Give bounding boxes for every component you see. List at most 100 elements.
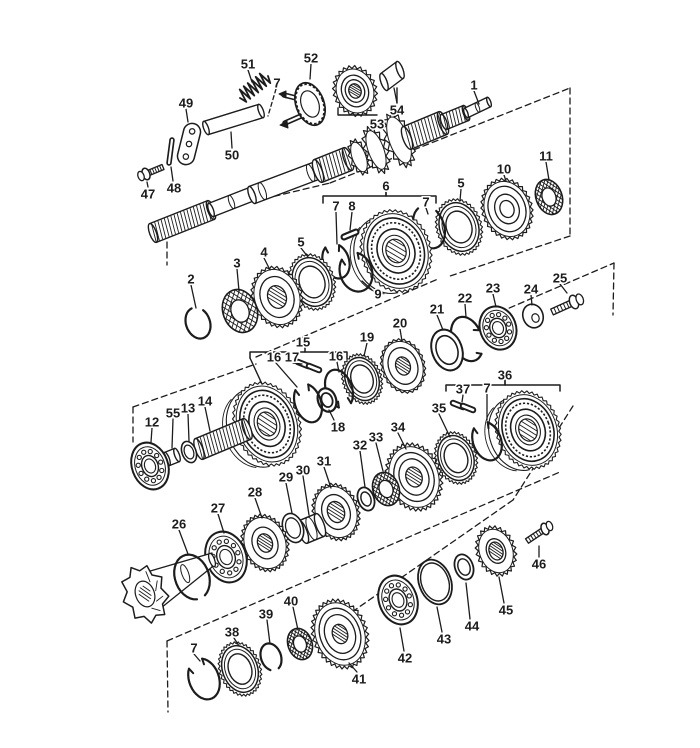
part-51-coil-spring	[238, 72, 272, 103]
part-number-label-4: 4	[260, 245, 268, 260]
part-37b-sliding-key	[459, 402, 477, 414]
part-52-shift-fork	[278, 81, 327, 129]
part-number-label-42: 42	[398, 651, 412, 666]
part-13-spacer-ring	[180, 440, 198, 464]
part-number-label-8: 8	[348, 199, 355, 214]
part-18-spacer-ring	[316, 387, 338, 413]
part-8-sliding-key	[340, 228, 360, 241]
part-47-bolt	[137, 163, 165, 182]
part-number-label-7: 7	[483, 381, 490, 396]
part-number-label-5: 5	[297, 235, 304, 250]
part-25-bolt	[550, 293, 585, 316]
part-number-label-37: 37	[456, 382, 470, 397]
part-number-label-7: 7	[332, 199, 339, 214]
part-number-label-12: 12	[145, 415, 159, 430]
part-1d-input-shaft-spline	[311, 146, 355, 184]
part-35-synchro-ring	[433, 431, 479, 485]
part-number-label-15: 15	[296, 335, 310, 350]
part-number-label-2: 2	[187, 272, 194, 287]
part-number-label-10: 10	[497, 162, 511, 177]
part-pinion-bevel-pinion-shaft	[121, 552, 217, 624]
part-27-ball-bearing	[204, 530, 248, 584]
part-number-label-11: 11	[539, 149, 553, 164]
part-number-label-1: 1	[470, 78, 477, 93]
part-number-label-5: 5	[457, 176, 464, 191]
part-49-retaining-plate	[176, 122, 202, 166]
part-number-label-48: 48	[167, 181, 181, 196]
part-number-label-52: 52	[304, 51, 318, 66]
part-number-label-33: 33	[369, 430, 383, 445]
part-number-label-22: 22	[458, 291, 472, 306]
part-number-label-17: 17	[285, 350, 299, 365]
part-number-label-32: 32	[353, 438, 367, 453]
part-23-ball-bearing	[478, 305, 518, 351]
part-number-label-46: 46	[532, 557, 546, 572]
part-number-label-35: 35	[432, 401, 446, 416]
part-number-label-34: 34	[391, 420, 406, 435]
part-26-snap-ring	[173, 553, 211, 601]
part-19-synchro-ring	[340, 353, 384, 405]
part-number-label-16: 16	[329, 349, 343, 364]
part-4-gear-wheel	[250, 265, 304, 329]
part-34-gear-wheel	[384, 442, 444, 512]
group-brackets	[249, 87, 561, 392]
part-number-label-54: 54	[390, 103, 405, 118]
part-38-synchro-ring	[217, 641, 263, 697]
part-11-needle-bearing	[534, 178, 564, 216]
part-number-label-16: 16	[267, 350, 281, 365]
part-28-gear-wheel	[240, 513, 290, 573]
part-number-label-43: 43	[437, 632, 451, 647]
part-7c-circlip	[471, 421, 503, 462]
part-number-label-26: 26	[172, 517, 186, 532]
part-number-label-55: 55	[166, 406, 180, 421]
part-number-label-40: 40	[284, 594, 298, 609]
part-14-splined-sleeve	[193, 417, 253, 461]
part-number-label-29: 29	[279, 470, 293, 485]
part-number-label-39: 39	[259, 607, 273, 622]
part-number-label-27: 27	[211, 501, 225, 516]
part-number-label-47: 47	[141, 187, 155, 202]
part-1f-input-shaft-gear	[361, 125, 391, 175]
part-45-gear-wheel	[474, 525, 518, 577]
part-16a-circlip	[292, 383, 324, 424]
part-2-snap-ring	[184, 307, 212, 340]
part-21-bearing-race-ring	[430, 328, 464, 372]
part-number-label-45: 45	[499, 603, 513, 618]
part-9-snap-ring	[338, 251, 374, 293]
part-1j-input-shaft-tip	[462, 96, 493, 119]
part-number-label-36: 36	[498, 368, 512, 383]
part-54-bushing	[379, 60, 405, 92]
part-20-hub-gear	[379, 338, 427, 394]
part-44-spacer-ring	[453, 553, 475, 581]
part-number-label-13: 13	[181, 401, 195, 416]
part-number-label-7: 7	[190, 641, 197, 656]
part-17b-sliding-key	[305, 362, 323, 374]
part-number-label-18: 18	[331, 420, 345, 435]
part-40-needle-bearing	[286, 627, 314, 661]
part-50-pin-shaft	[202, 103, 265, 136]
part-3-needle-bearing	[221, 288, 259, 334]
part-24-washer-cap	[521, 303, 545, 329]
part-number-label-38: 38	[225, 625, 239, 640]
part-29-spacer-ring	[281, 512, 305, 544]
part-7d-circlip	[187, 657, 221, 701]
part-number-label-49: 49	[179, 96, 193, 111]
part-6-synchro-hub-assembly	[349, 209, 433, 295]
part-number-label-19: 19	[360, 330, 374, 345]
part-46-bolt	[524, 520, 554, 544]
part-number-label-53: 53	[370, 117, 384, 132]
part-number-label-21: 21	[430, 302, 444, 317]
part-number-label-9: 9	[374, 287, 381, 302]
part-number-label-24: 24	[524, 282, 539, 297]
part-number-label-14: 14	[198, 394, 213, 409]
part-5b-synchro-ring	[434, 198, 484, 256]
part-33-needle-bearing	[371, 471, 401, 507]
part-number-label-23: 23	[486, 281, 500, 296]
part-1e-input-shaft-gear	[347, 138, 371, 176]
part-36-synchro-hub-assembly	[484, 390, 562, 472]
part-number-label-7: 7	[273, 76, 280, 91]
part-number-label-28: 28	[248, 485, 262, 500]
part-number-label-25: 25	[553, 271, 567, 286]
